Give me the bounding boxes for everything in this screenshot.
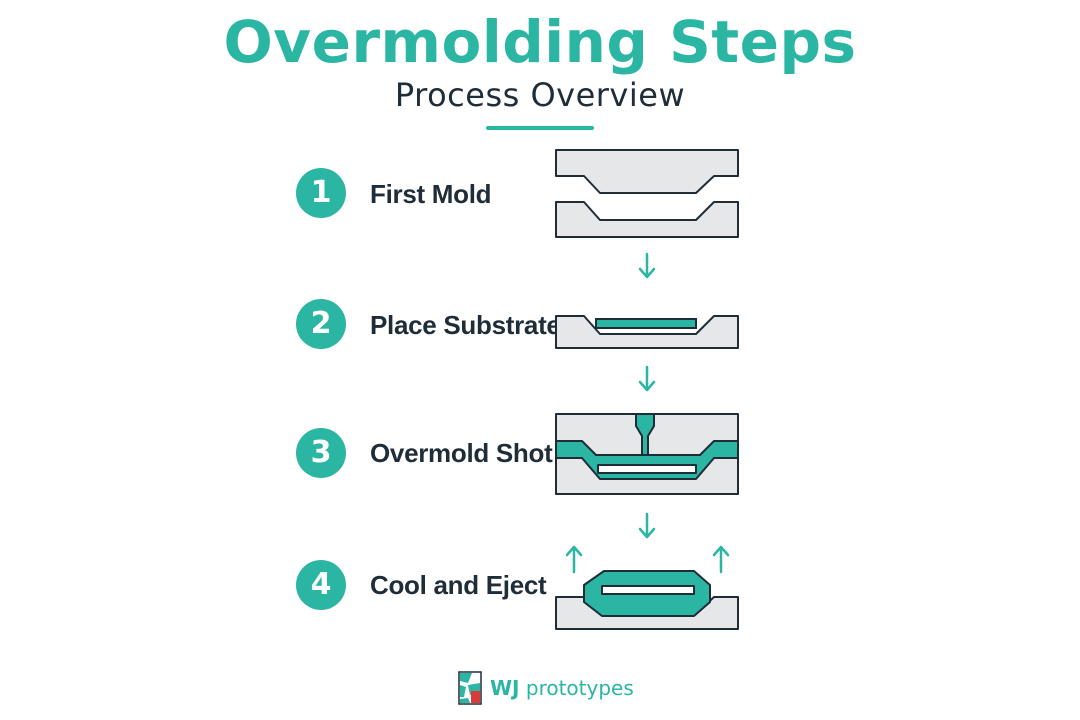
- step-3-label: Overmold Shot: [370, 438, 553, 468]
- logo-brand: WJ: [490, 676, 520, 700]
- logo-wordmark: WJ prototypes: [490, 676, 634, 700]
- arrow-down-icon: [638, 512, 656, 539]
- step-3-mold: [555, 413, 739, 495]
- arrow-up-icon: [712, 545, 730, 574]
- step-4-number-badge: 4: [296, 560, 346, 610]
- step-2-substrate: [595, 318, 697, 329]
- logo-suffix: prototypes: [519, 676, 634, 700]
- step-1-bottom-mold: [555, 201, 739, 238]
- step-1-number-badge: 1: [296, 168, 346, 218]
- step-4-label: Cool and Eject: [370, 570, 547, 600]
- arrow-up-icon: [565, 545, 583, 574]
- step-1-top-mold: [555, 149, 739, 194]
- title-underline: [486, 126, 594, 130]
- arrow-down-icon: [638, 252, 656, 279]
- step-2-number-badge: 2: [296, 299, 346, 349]
- step-2-bottom-mold: [555, 315, 739, 349]
- step-3-number-badge: 3: [296, 428, 346, 478]
- page-title: Overmolding Steps: [223, 8, 857, 76]
- arrow-down-icon: [638, 365, 656, 392]
- step-2-label: Place Substrate: [370, 310, 561, 340]
- logo-icon: [458, 671, 482, 705]
- step-4-mold: [555, 570, 739, 630]
- step-1-label: First Mold: [370, 179, 492, 209]
- page-subtitle: Process Overview: [394, 76, 686, 114]
- brand-logo: WJ prototypes: [458, 670, 634, 706]
